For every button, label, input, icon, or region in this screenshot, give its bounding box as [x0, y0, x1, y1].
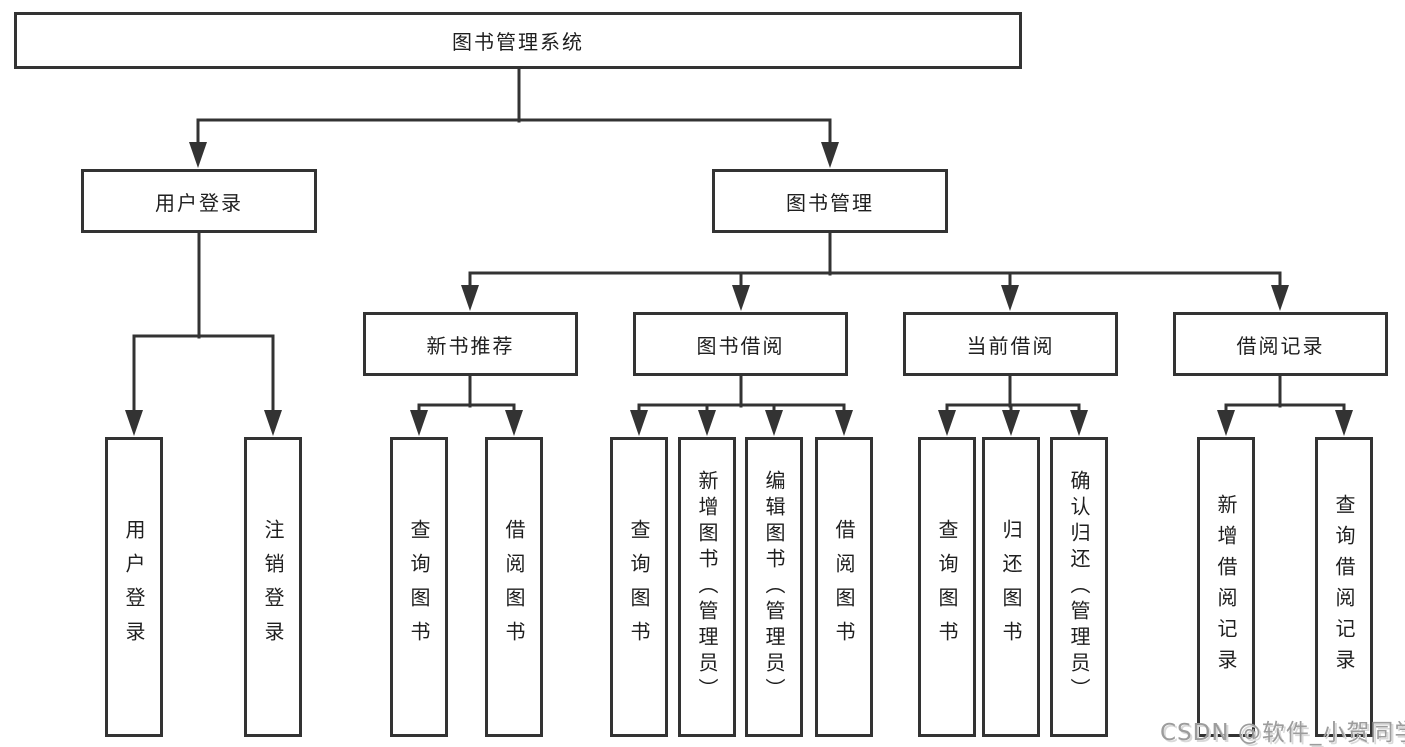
leaf-query-borrow-record-label: 查询借阅记录 — [1332, 494, 1356, 680]
node-new-book-recommend: 新书推荐 — [363, 312, 578, 376]
edge-current-borrow-children — [938, 374, 1088, 436]
node-borrow-record: 借阅记录 — [1173, 312, 1388, 376]
leaf-add-books-admin: 新增图书（管理员） — [678, 437, 736, 737]
node-root-label: 图书管理系统 — [452, 30, 584, 54]
node-borrow-record-label: 借阅记录 — [1236, 333, 1325, 358]
leaf-logout: 注销登录 — [244, 437, 302, 737]
leaf-query-books-current-label: 查询图书 — [935, 519, 959, 655]
leaf-query-books-recommend-label: 查询图书 — [407, 519, 431, 655]
node-root: 图书管理系统 — [14, 12, 1022, 69]
leaf-borrow-books-recommend: 借阅图书 — [485, 437, 543, 737]
leaf-borrow-books-recommend-label: 借阅图书 — [502, 519, 526, 655]
leaf-query-books-borrow-label: 查询图书 — [627, 519, 651, 655]
leaf-add-borrow-record-label: 新增借阅记录 — [1214, 494, 1238, 680]
leaf-confirm-return-admin-label: 确认归还（管理员） — [1067, 470, 1091, 704]
leaf-edit-books-admin-label: 编辑图书（管理员） — [762, 470, 786, 704]
edge-book-management-sections — [461, 231, 1289, 311]
leaf-return-books-label: 归还图书 — [999, 519, 1023, 655]
leaf-query-books-borrow: 查询图书 — [610, 437, 668, 737]
leaf-add-books-admin-label: 新增图书（管理员） — [695, 470, 719, 704]
edge-book-borrow-children — [630, 374, 853, 436]
leaf-user-login-label: 用户登录 — [122, 519, 146, 655]
node-current-borrow: 当前借阅 — [903, 312, 1118, 376]
node-book-management: 图书管理 — [712, 169, 948, 233]
csdn-watermark: CSDN @软件_小贺同学 — [1160, 720, 1405, 746]
edge-borrow-record-children — [1217, 374, 1353, 436]
leaf-query-books-recommend: 查询图书 — [390, 437, 448, 737]
leaf-query-borrow-record: 查询借阅记录 — [1315, 437, 1373, 737]
node-user-login-label: 用户登录 — [155, 190, 243, 215]
edge-new-book-children — [410, 374, 523, 436]
edge-user-login-children — [125, 231, 282, 436]
leaf-return-books: 归还图书 — [982, 437, 1040, 737]
node-book-borrow: 图书借阅 — [633, 312, 848, 376]
node-book-management-label: 图书管理 — [786, 190, 874, 215]
node-book-borrow-label: 图书借阅 — [696, 333, 785, 358]
leaf-user-login: 用户登录 — [105, 437, 163, 737]
leaf-add-borrow-record: 新增借阅记录 — [1197, 437, 1255, 737]
node-new-book-recommend-label: 新书推荐 — [426, 333, 515, 358]
leaf-logout-label: 注销登录 — [261, 519, 285, 655]
leaf-edit-books-admin: 编辑图书（管理员） — [745, 437, 803, 737]
edge-root-to-level2 — [189, 66, 839, 168]
leaf-query-books-current: 查询图书 — [918, 437, 976, 737]
leaf-borrow-books: 借阅图书 — [815, 437, 873, 737]
leaf-borrow-books-label: 借阅图书 — [832, 519, 856, 655]
leaf-confirm-return-admin: 确认归还（管理员） — [1050, 437, 1108, 737]
node-user-login: 用户登录 — [81, 169, 317, 233]
node-current-borrow-label: 当前借阅 — [966, 333, 1055, 358]
